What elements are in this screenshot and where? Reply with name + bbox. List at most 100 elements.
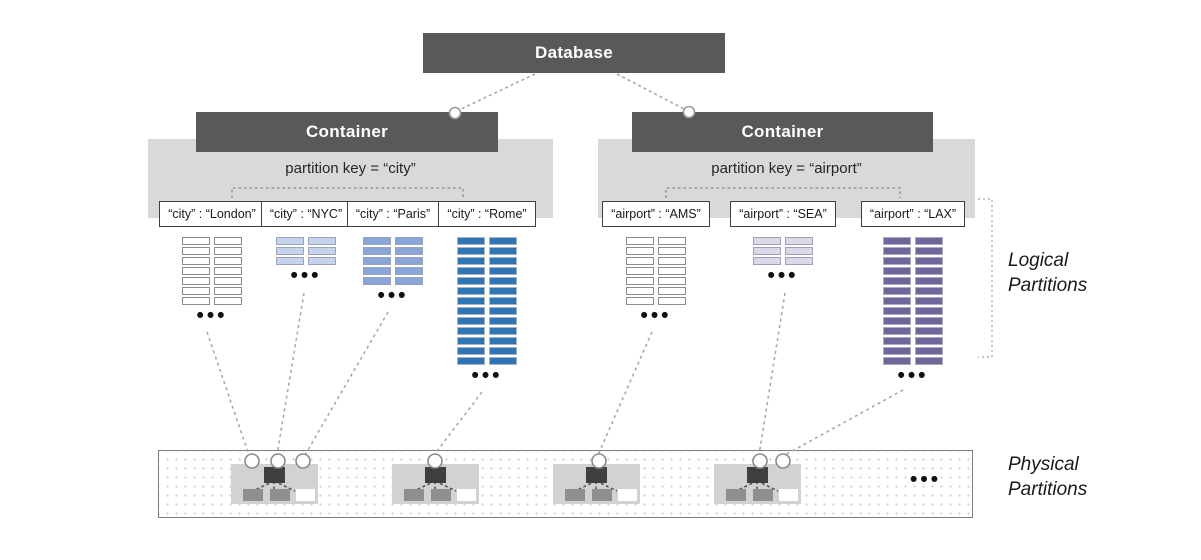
partition-key-caption-city: partition key = “city” bbox=[285, 160, 416, 177]
document-item bbox=[489, 267, 517, 275]
logical-partition-paris: “city” : “Paris” ••• bbox=[293, 201, 493, 307]
document-item bbox=[915, 267, 943, 275]
document-item bbox=[182, 277, 210, 285]
document-item bbox=[457, 347, 485, 355]
document-item bbox=[915, 347, 943, 355]
logical-partition-lax: “airport” : “LAX” ••• bbox=[813, 201, 1013, 387]
document-stack bbox=[182, 237, 242, 305]
document-item bbox=[489, 307, 517, 315]
document-item bbox=[915, 257, 943, 265]
document-item bbox=[915, 277, 943, 285]
document-item bbox=[489, 297, 517, 305]
database-container-links bbox=[458, 73, 685, 111]
logical-partition-nyc: “city” : “NYC” ••• bbox=[206, 201, 406, 286]
document-item bbox=[489, 347, 517, 355]
document-item bbox=[489, 277, 517, 285]
logical-partition-sea: “airport” : “SEA” ••• bbox=[683, 201, 883, 287]
physical-partition-unit bbox=[553, 464, 640, 504]
document-item bbox=[395, 237, 423, 245]
document-item bbox=[626, 287, 654, 295]
document-item bbox=[308, 237, 336, 245]
document-item bbox=[457, 277, 485, 285]
document-item bbox=[182, 297, 210, 305]
document-item bbox=[489, 257, 517, 265]
document-item bbox=[915, 287, 943, 295]
partition-value-label: “city” : “Paris” bbox=[346, 201, 440, 227]
document-item bbox=[883, 307, 911, 315]
document-item bbox=[395, 267, 423, 275]
document-item bbox=[626, 247, 654, 255]
document-item bbox=[489, 247, 517, 255]
document-item bbox=[785, 237, 813, 245]
document-item bbox=[883, 237, 911, 245]
document-item bbox=[915, 237, 943, 245]
document-stack bbox=[363, 237, 423, 285]
document-item bbox=[182, 287, 210, 295]
document-item bbox=[457, 287, 485, 295]
ellipsis: ••• bbox=[377, 284, 409, 307]
ellipsis: ••• bbox=[640, 304, 672, 327]
document-item bbox=[626, 257, 654, 265]
logical-partitions-label: Logical Partitions bbox=[1008, 250, 1088, 296]
document-item bbox=[753, 247, 781, 255]
document-item bbox=[214, 287, 242, 295]
container-node-city: Container bbox=[196, 112, 498, 152]
partition-value-label: “airport” : “SEA” bbox=[730, 201, 836, 227]
document-item bbox=[308, 257, 336, 265]
partition-value-label: “airport” : “LAX” bbox=[860, 201, 966, 227]
document-item bbox=[883, 247, 911, 255]
ellipsis: ••• bbox=[767, 264, 799, 287]
document-item bbox=[489, 327, 517, 335]
document-item bbox=[363, 277, 391, 285]
document-item bbox=[276, 247, 304, 255]
container-label: Container bbox=[741, 122, 824, 141]
document-item bbox=[883, 327, 911, 335]
physical-partition-unit bbox=[714, 464, 801, 504]
document-item bbox=[363, 247, 391, 255]
document-item bbox=[276, 257, 304, 265]
document-item bbox=[214, 257, 242, 265]
document-item bbox=[915, 327, 943, 335]
database-node: Database bbox=[423, 33, 725, 73]
document-item bbox=[883, 317, 911, 325]
document-stack bbox=[276, 237, 336, 265]
document-item bbox=[457, 307, 485, 315]
partition-value-label: “city” : “Rome” bbox=[438, 201, 536, 227]
document-item bbox=[363, 267, 391, 275]
document-item bbox=[658, 257, 686, 265]
document-item bbox=[457, 237, 485, 245]
document-item bbox=[214, 247, 242, 255]
document-item bbox=[489, 357, 517, 365]
logical-partition-london: “city” : “London” ••• bbox=[112, 201, 312, 327]
document-item bbox=[214, 267, 242, 275]
document-item bbox=[214, 277, 242, 285]
document-item bbox=[626, 267, 654, 275]
partition-key-caption-airport: partition key = “airport” bbox=[711, 160, 862, 177]
document-item bbox=[883, 267, 911, 275]
document-item bbox=[308, 247, 336, 255]
document-item bbox=[489, 337, 517, 345]
document-item bbox=[658, 297, 686, 305]
document-item bbox=[658, 277, 686, 285]
logical-partition-ams: “airport” : “AMS” ••• bbox=[556, 201, 756, 327]
ellipsis: ••• bbox=[897, 364, 929, 387]
ellipsis: ••• bbox=[196, 304, 228, 327]
document-item bbox=[785, 247, 813, 255]
document-item bbox=[457, 267, 485, 275]
physical-partition-unit bbox=[392, 464, 479, 504]
document-stack bbox=[883, 237, 943, 365]
document-item bbox=[753, 257, 781, 265]
document-item bbox=[182, 257, 210, 265]
document-item bbox=[883, 287, 911, 295]
physical-partitions-label: Physical Partitions bbox=[1008, 454, 1088, 500]
logical-partition-rome: “city” : “Rome” ••• bbox=[387, 201, 587, 386]
document-item bbox=[915, 337, 943, 345]
document-item bbox=[395, 277, 423, 285]
document-item bbox=[883, 297, 911, 305]
document-stack bbox=[457, 237, 517, 365]
document-item bbox=[883, 257, 911, 265]
document-item bbox=[214, 297, 242, 305]
partition-value-label: “city” : “London” bbox=[159, 201, 265, 227]
document-item bbox=[658, 267, 686, 275]
